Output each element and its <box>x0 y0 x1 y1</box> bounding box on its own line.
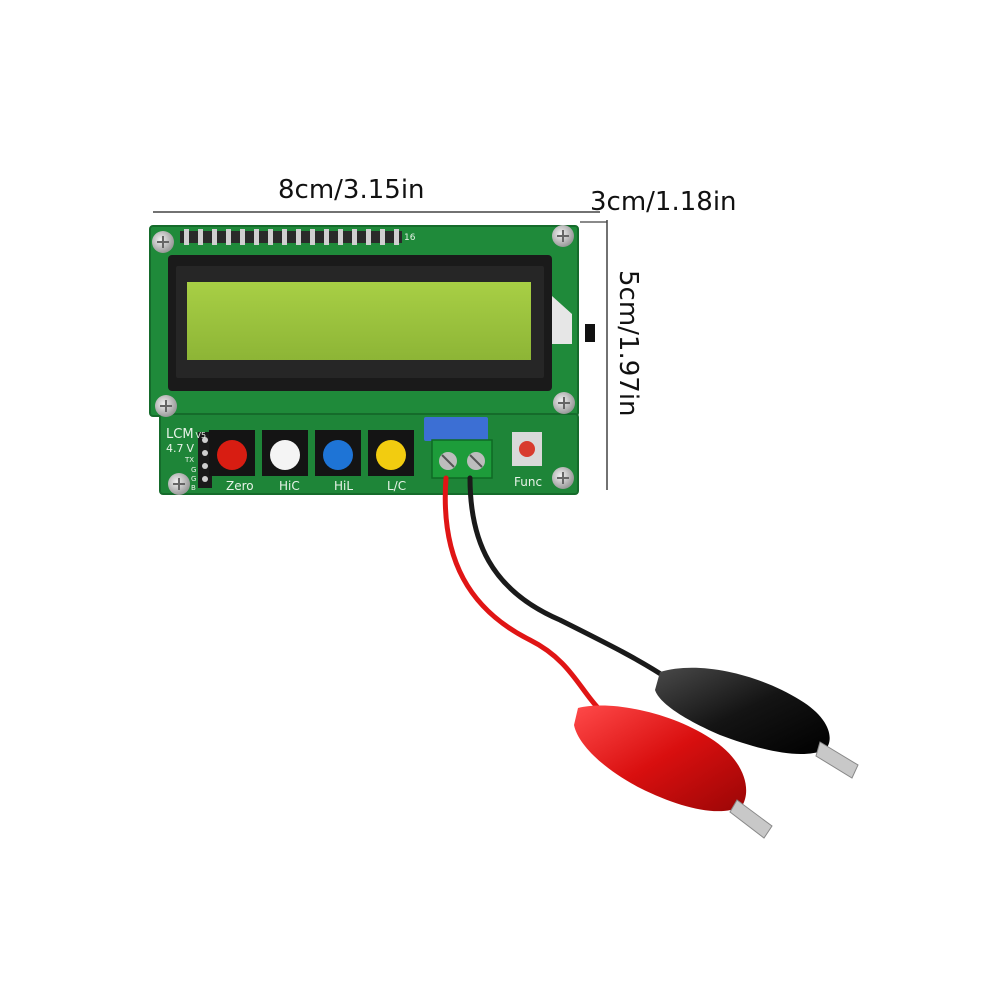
lc-button-cap[interactable] <box>376 440 406 470</box>
red-test-lead <box>442 475 603 713</box>
lcd-module-board: 16 <box>149 225 579 417</box>
header-pins <box>180 229 402 245</box>
width-dimension-label: 8cm/3.15in <box>278 175 425 205</box>
hil-button-cap[interactable] <box>323 440 353 470</box>
height-dimension-label: 5cm/1.97in <box>613 270 643 417</box>
power-switch <box>585 324 595 342</box>
hic-button-label: HiC <box>279 479 300 493</box>
func-button[interactable] <box>512 432 542 466</box>
depth-dimension-label: 3cm/1.18in <box>590 187 737 217</box>
dimension-lines <box>153 211 608 490</box>
pin-mark-tx: TX <box>184 456 194 464</box>
mounting-screws <box>152 225 575 495</box>
trim-potentiometer[interactable] <box>424 417 488 441</box>
pin-mark-g1: G <box>191 466 196 474</box>
hic-button-cap[interactable] <box>270 440 300 470</box>
terminal-block <box>431 439 493 479</box>
pin-mark-g2: G <box>191 475 196 483</box>
hil-button[interactable] <box>315 430 361 476</box>
black-test-lead <box>467 475 673 683</box>
header-pin-number: 16 <box>404 233 416 243</box>
zero-button-cap[interactable] <box>217 440 247 470</box>
lc-button-label: L/C <box>387 479 406 493</box>
zero-button[interactable] <box>209 430 255 476</box>
hil-button-label: HiL <box>334 479 353 493</box>
zero-button-label: Zero <box>226 479 254 493</box>
black-alligator-clip <box>655 667 859 779</box>
red-alligator-clip <box>574 705 773 839</box>
func-button-label: Func <box>514 475 542 489</box>
lc-button[interactable] <box>368 430 414 476</box>
hic-button[interactable] <box>262 430 308 476</box>
lcd-screen <box>187 282 531 360</box>
pin-mark-b: B <box>191 484 196 492</box>
func-button-cap[interactable] <box>519 441 535 457</box>
